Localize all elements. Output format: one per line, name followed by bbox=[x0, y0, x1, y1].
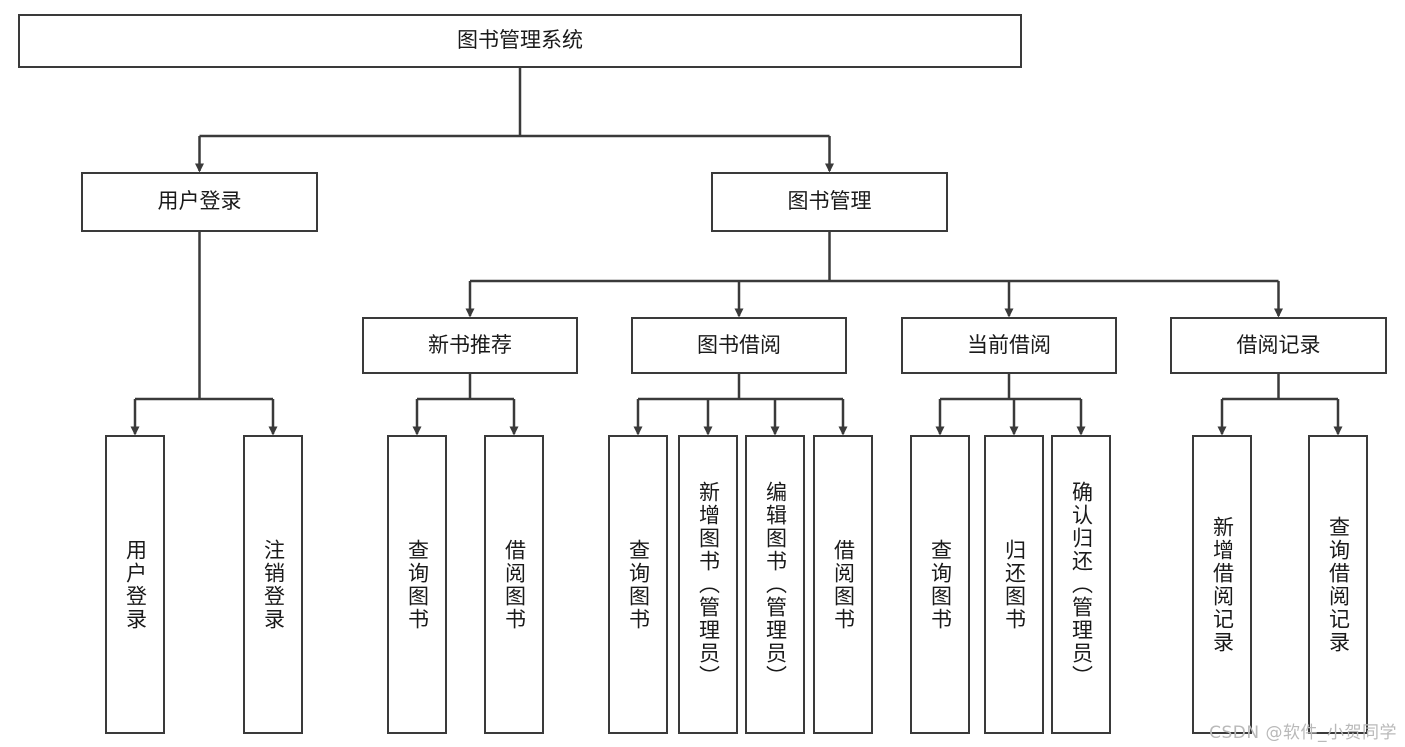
node-label: 查询借阅记录 bbox=[1326, 515, 1351, 654]
node-c-query[interactable]: 查询图书 bbox=[910, 435, 970, 734]
node-label: 借阅图书 bbox=[831, 538, 856, 631]
node-label: 确认归还（管理员） bbox=[1069, 481, 1094, 688]
node-label: 新增图书（管理员） bbox=[696, 481, 721, 688]
node-b-edit[interactable]: 编辑图书（管理员） bbox=[745, 435, 805, 734]
node-label: 借阅图书 bbox=[502, 538, 527, 631]
node-label: 注销登录 bbox=[261, 538, 286, 631]
node-root[interactable]: 图书管理系统 bbox=[18, 14, 1022, 68]
node-label: 查询图书 bbox=[928, 538, 953, 631]
node-label: 归还图书 bbox=[1002, 538, 1027, 631]
node-label: 编辑图书（管理员） bbox=[763, 481, 788, 688]
node-label: 图书管理 bbox=[787, 189, 872, 214]
node-label: 借阅记录 bbox=[1236, 332, 1321, 357]
node-c-confirm[interactable]: 确认归还（管理员） bbox=[1051, 435, 1111, 734]
node-label: 图书管理系统 bbox=[457, 28, 583, 53]
node-r-query[interactable]: 查询借阅记录 bbox=[1308, 435, 1368, 734]
node-b-query[interactable]: 查询图书 bbox=[608, 435, 668, 734]
node-b-add[interactable]: 新增图书（管理员） bbox=[678, 435, 738, 734]
edge-paths bbox=[130, 68, 1343, 436]
node-login[interactable]: 用户登录 bbox=[81, 172, 318, 232]
node-records[interactable]: 借阅记录 bbox=[1170, 317, 1387, 374]
node-label: 新增借阅记录 bbox=[1210, 515, 1235, 654]
node-label: 图书借阅 bbox=[697, 332, 781, 357]
node-l-login[interactable]: 用户登录 bbox=[105, 435, 165, 734]
node-b-borrow[interactable]: 借阅图书 bbox=[813, 435, 873, 734]
node-n-borrow[interactable]: 借阅图书 bbox=[484, 435, 544, 734]
node-r-add[interactable]: 新增借阅记录 bbox=[1192, 435, 1252, 734]
node-bookmgr[interactable]: 图书管理 bbox=[711, 172, 948, 232]
node-newbook[interactable]: 新书推荐 bbox=[362, 317, 578, 374]
node-current[interactable]: 当前借阅 bbox=[901, 317, 1117, 374]
node-label: 查询图书 bbox=[626, 538, 651, 631]
node-label: 当前借阅 bbox=[967, 332, 1051, 357]
node-label: 查询图书 bbox=[405, 538, 430, 631]
node-borrow[interactable]: 图书借阅 bbox=[631, 317, 847, 374]
node-label: 用户登录 bbox=[157, 189, 242, 214]
node-n-query[interactable]: 查询图书 bbox=[387, 435, 447, 734]
node-label: 新书推荐 bbox=[428, 332, 512, 357]
node-l-logout[interactable]: 注销登录 bbox=[243, 435, 303, 734]
node-c-return[interactable]: 归还图书 bbox=[984, 435, 1044, 734]
node-label: 用户登录 bbox=[123, 538, 148, 631]
